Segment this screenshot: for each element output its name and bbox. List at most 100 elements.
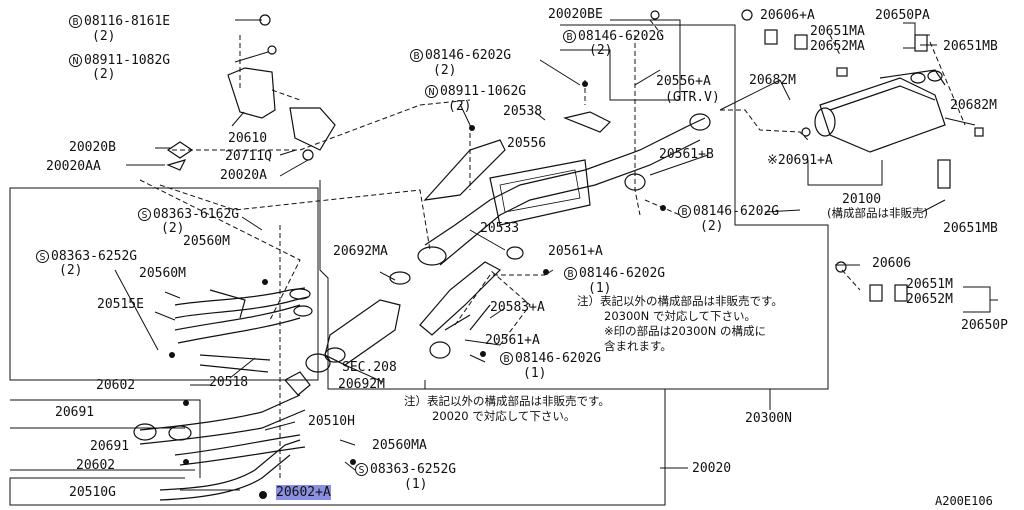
part-20651ma: 20651MA bbox=[810, 24, 865, 39]
ref-qty: (2) bbox=[92, 67, 116, 82]
part-20651mb-top: 20651MB bbox=[943, 39, 998, 54]
ref-code: 08116-8161E bbox=[84, 14, 171, 29]
part-20020aa: 20020AA bbox=[46, 159, 101, 174]
ref-code: 08363-6252G bbox=[51, 249, 138, 264]
part-20020be: 20020BE bbox=[548, 7, 603, 22]
part-20652m: 20652M bbox=[906, 292, 953, 307]
screw-symbol-icon: S bbox=[138, 208, 151, 221]
part-20692ma: 20692MA bbox=[333, 244, 388, 259]
ref-code: 08911-1062G bbox=[440, 84, 527, 99]
part-20510g: 20510G bbox=[69, 485, 116, 500]
ref-qty: (2) bbox=[448, 99, 472, 114]
ref-qty: (1) bbox=[523, 366, 547, 381]
part-20651mb-bottom: 20651MB bbox=[943, 221, 998, 236]
part-20020a: 20020A bbox=[220, 168, 267, 183]
part-20602-a: 20602 bbox=[96, 378, 136, 393]
part-20556: 20556 bbox=[507, 136, 547, 151]
ref-qty: (2) bbox=[433, 63, 457, 78]
center-pipe-catalyst bbox=[305, 111, 711, 373]
part-20538: 20538 bbox=[503, 104, 543, 119]
group-frame-front-pipe bbox=[9, 187, 319, 381]
part-20691: 20691 bbox=[55, 405, 95, 420]
part-20518: 20518 bbox=[209, 375, 249, 390]
gtrv-frame bbox=[560, 49, 681, 101]
part-20610: 20610 bbox=[228, 131, 268, 146]
part-20561a-b: 20561+A bbox=[485, 333, 540, 348]
part-20682m-a: 20682M bbox=[749, 73, 796, 88]
part-20691-b: 20691 bbox=[90, 439, 130, 454]
front-exhaust-pipes bbox=[174, 287, 313, 373]
note-20300n-line3: ※印の部品は20300N の構成に bbox=[604, 324, 766, 338]
ref-code: 08146-6202G bbox=[579, 266, 666, 281]
part-20651m: 20651M bbox=[906, 277, 953, 292]
part-20020: 20020 bbox=[692, 461, 732, 476]
part-20100: 20100 bbox=[842, 192, 882, 207]
part-20602a-highlighted[interactable]: 20602+A bbox=[276, 485, 331, 500]
part-20650p: 20650P bbox=[961, 318, 1008, 333]
part-20652ma: 20652MA bbox=[810, 39, 865, 54]
ref-code: 08146-6202G bbox=[425, 48, 512, 63]
ref-qty: (1) bbox=[404, 477, 428, 492]
rear-muffler bbox=[650, 9, 984, 302]
nut-symbol-icon: N bbox=[69, 54, 82, 67]
y-pipe-assembly bbox=[133, 371, 311, 501]
bolt-symbol-icon: B bbox=[410, 49, 423, 62]
part-20020b: 20020B bbox=[69, 140, 116, 155]
screw-symbol-icon: S bbox=[355, 463, 368, 476]
part-20300n: 20300N bbox=[745, 411, 792, 426]
note-20300n-line4: 含まれます。 bbox=[604, 339, 672, 353]
ref-code: 08146-6202G bbox=[515, 351, 602, 366]
nut-symbol-icon: N bbox=[425, 85, 438, 98]
part-20606: 20606 bbox=[872, 256, 912, 271]
ref-qty: (2) bbox=[92, 29, 116, 44]
ref-code: 08911-1082G bbox=[84, 53, 171, 68]
part-20561a-a: 20561+A bbox=[548, 244, 603, 259]
ref-code: 08363-6162G bbox=[153, 207, 240, 222]
ref-qty: (2) bbox=[700, 219, 724, 234]
note-20020-line2: 20020 で対応して下さい。 bbox=[432, 409, 576, 423]
bolt-symbol-icon: B bbox=[69, 15, 82, 28]
ref-qty: (2) bbox=[589, 43, 613, 58]
part-20515e: 20515E bbox=[97, 297, 144, 312]
ref-code: 08363-6252G bbox=[370, 462, 457, 477]
part-20100-note: (構成部品は非販売) bbox=[827, 206, 928, 220]
gtr-v-note: (GTR.V) bbox=[665, 90, 720, 105]
part-20561b: 20561+B bbox=[659, 147, 714, 162]
part-20650pa: 20650PA bbox=[875, 8, 930, 23]
part-20560ma: 20560MA bbox=[372, 438, 427, 453]
bolt-symbol-icon: B bbox=[500, 352, 513, 365]
note-20300n-line2: 20300N で対応して下さい。 bbox=[604, 309, 756, 323]
ref-qty: (1) bbox=[588, 281, 612, 296]
part-20560m-b: 20560M bbox=[139, 266, 186, 281]
part-20711q: 20711Q bbox=[225, 149, 272, 164]
part-20602-b: 20602 bbox=[76, 458, 116, 473]
bolt-symbol-icon: B bbox=[678, 205, 691, 218]
part-20533: 20533 bbox=[480, 221, 520, 236]
highlight-marker[interactable]: 20602+A bbox=[276, 485, 331, 500]
part-20606a: 20606+A bbox=[760, 8, 815, 23]
ref-code: 08146-6202G bbox=[578, 29, 665, 44]
diagram-id: A200E106 bbox=[935, 494, 993, 508]
ref-qty: (2) bbox=[59, 263, 83, 278]
part-20583a: 20583+A bbox=[490, 300, 545, 315]
bolt-symbol-icon: B bbox=[564, 267, 577, 280]
part-20682m-b: 20682M bbox=[950, 98, 997, 113]
note-20300n-line1: 注）表記以外の構成部品は非販売です。 bbox=[577, 294, 783, 308]
part-20691a-star: ※20691+A bbox=[767, 153, 833, 168]
bolt-symbol-icon: B bbox=[563, 30, 576, 43]
note-20020-line1: 注）表記以外の構成部品は非販売です。 bbox=[404, 394, 610, 408]
part-20692m: 20692M bbox=[338, 377, 385, 392]
